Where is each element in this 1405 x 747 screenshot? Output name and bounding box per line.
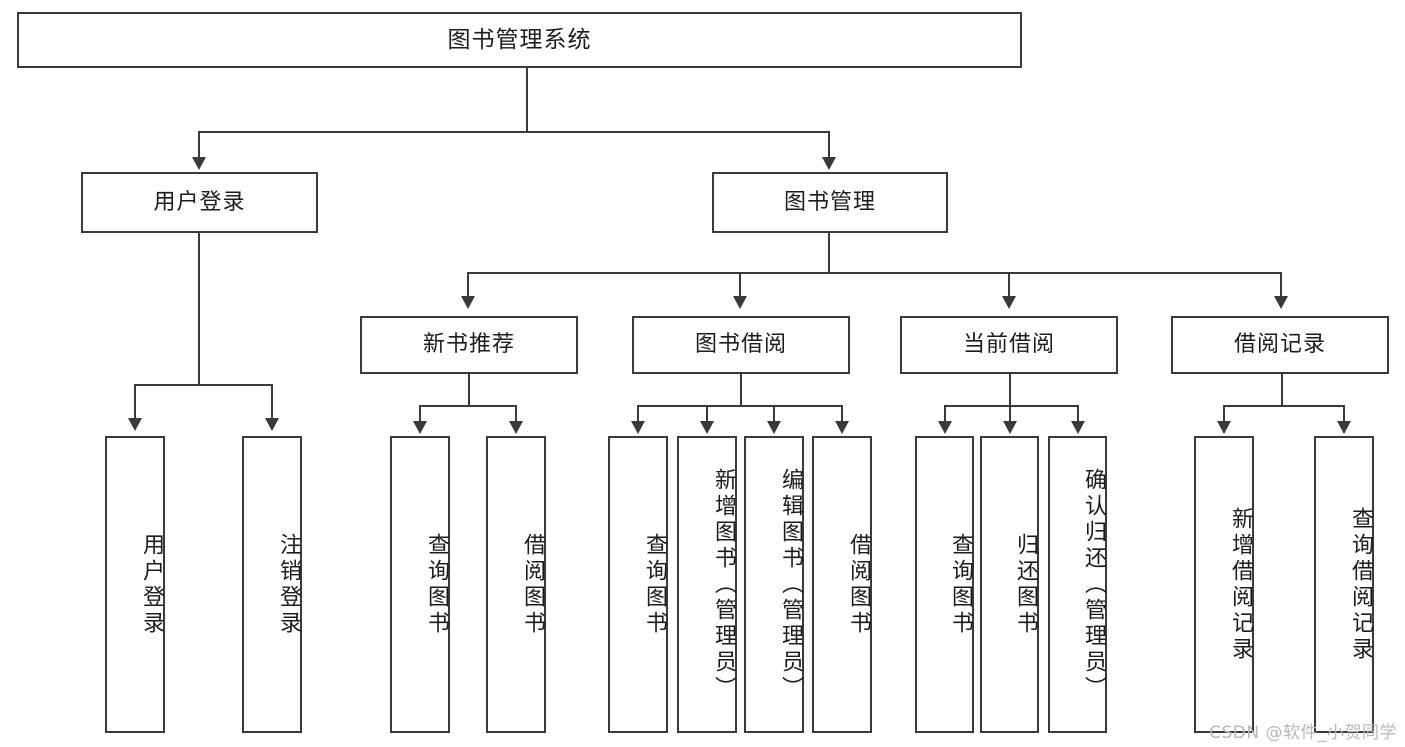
connector-borrow-record-stem — [1281, 374, 1283, 406]
arrowhead-current-borrow-leaf-2 — [1003, 421, 1017, 434]
node-label: 查询图书 — [642, 532, 667, 637]
node-label: 查询借阅记录 — [1348, 506, 1373, 663]
node-label: 用户登录 — [153, 189, 246, 215]
arrowhead-current-borrow-leaf-1 — [938, 421, 952, 434]
node-label: 图书管理系统 — [447, 26, 592, 53]
node-root-book-management-system[interactable]: 图书管理系统 — [17, 12, 1022, 68]
node-label: 查询图书 — [424, 532, 449, 637]
connector-root-to-book-manage — [828, 131, 830, 159]
arrowhead-book-borrow-leaf-1 — [631, 421, 645, 434]
arrowhead-book-borrow-leaf-2 — [700, 421, 714, 434]
leaf-query-book-recommendation[interactable]: 查询图书 — [390, 436, 450, 733]
connector-new-book-rec-leaf-1 — [419, 405, 421, 423]
arrowhead-root-to-user-login — [192, 157, 206, 170]
node-label: 当前借阅 — [962, 332, 1055, 357]
arrowhead-book-manage-borrow-record — [1274, 296, 1288, 309]
arrowhead-book-borrow-leaf-3 — [767, 421, 781, 434]
arrowhead-user-login-leaf-1 — [128, 418, 142, 431]
leaf-edit-book-admin[interactable]: 编辑图书（管理员） — [744, 436, 804, 733]
node-label: 图书管理 — [783, 189, 876, 215]
node-book-borrowing[interactable]: 图书借阅 — [632, 316, 850, 374]
node-label: 借阅记录 — [1233, 332, 1326, 357]
leaf-borrow-book-recommendation[interactable]: 借阅图书 — [486, 436, 546, 733]
node-label: 图书借阅 — [694, 332, 787, 357]
node-label: 查询图书 — [948, 532, 973, 637]
connector-book-manage-bus — [467, 272, 1282, 274]
leaf-query-borrow-record[interactable]: 查询借阅记录 — [1314, 436, 1374, 733]
node-current-borrowing[interactable]: 当前借阅 — [900, 316, 1118, 374]
connector-current-borrow-leaf-1 — [944, 405, 946, 423]
connector-user-login-bus — [134, 384, 272, 386]
connector-new-book-rec-leaf-2 — [515, 405, 517, 423]
arrowhead-new-book-rec-leaf-1 — [413, 421, 427, 434]
connector-book-borrow-leaf-4 — [841, 405, 843, 423]
leaf-confirm-return-admin[interactable]: 确认归还（管理员） — [1048, 436, 1107, 733]
arrowhead-root-to-book-manage — [822, 157, 836, 170]
connector-book-borrow-stem — [740, 374, 742, 406]
arrowhead-user-login-leaf-2 — [265, 418, 279, 431]
connector-book-borrow-leaf-3 — [773, 405, 775, 423]
node-label: 注销登录 — [276, 532, 301, 637]
connector-book-manage-to-borrow-record — [1280, 272, 1282, 298]
node-label: 新增图书（管理员） — [711, 467, 736, 702]
connector-book-manage-to-book-borrow — [739, 272, 741, 298]
connector-root-bus — [198, 131, 829, 133]
connector-book-manage-to-current-borrow — [1008, 272, 1010, 298]
leaf-user-login[interactable]: 用户登录 — [105, 436, 165, 733]
connector-book-borrow-leaf-1 — [637, 405, 639, 423]
connector-current-borrow-leaf-3 — [1077, 405, 1079, 423]
leaf-return-book[interactable]: 归还图书 — [980, 436, 1039, 733]
connector-new-book-rec-bus — [419, 405, 517, 407]
node-label: 借阅图书 — [846, 532, 871, 637]
node-label: 用户登录 — [139, 532, 164, 637]
connector-user-login-to-leaf-2 — [271, 384, 273, 420]
arrowhead-new-book-rec-leaf-2 — [509, 421, 523, 434]
node-borrowing-record[interactable]: 借阅记录 — [1171, 316, 1389, 374]
node-book-management[interactable]: 图书管理 — [712, 172, 948, 233]
node-label: 新增借阅记录 — [1228, 506, 1253, 663]
connector-user-login-to-leaf-1 — [134, 384, 136, 420]
node-user-login[interactable]: 用户登录 — [81, 172, 318, 233]
leaf-query-book-borrowing[interactable]: 查询图书 — [608, 436, 668, 733]
arrowhead-book-manage-book-borrow — [733, 296, 747, 309]
arrowhead-book-borrow-leaf-4 — [835, 421, 849, 434]
connector-borrow-record-bus — [1223, 405, 1345, 407]
leaf-add-book-admin[interactable]: 新增图书（管理员） — [677, 436, 737, 733]
connector-current-borrow-bus — [944, 405, 1078, 407]
node-label: 确认归还（管理员） — [1081, 467, 1106, 702]
arrowhead-book-manage-current-borrow — [1002, 296, 1016, 309]
arrowhead-borrow-record-leaf-1 — [1217, 421, 1231, 434]
leaf-logout[interactable]: 注销登录 — [242, 436, 302, 733]
leaf-borrow-book-borrowing[interactable]: 借阅图书 — [812, 436, 872, 733]
node-label: 编辑图书（管理员） — [778, 467, 803, 702]
arrowhead-current-borrow-leaf-3 — [1071, 421, 1085, 434]
arrowhead-borrow-record-leaf-2 — [1337, 421, 1351, 434]
connector-book-borrow-bus — [637, 405, 842, 407]
connector-book-manage-stem — [828, 233, 830, 273]
connector-book-manage-to-new-book-rec — [467, 272, 469, 298]
node-label: 归还图书 — [1013, 532, 1038, 637]
connector-borrow-record-leaf-1 — [1223, 405, 1225, 423]
connector-borrow-record-leaf-2 — [1343, 405, 1345, 423]
leaf-query-book-current[interactable]: 查询图书 — [915, 436, 974, 733]
node-label: 借阅图书 — [520, 532, 545, 637]
connector-current-borrow-leaf-2 — [1009, 405, 1011, 423]
connector-user-login-stem — [198, 233, 200, 385]
connector-root-to-user-login — [198, 131, 200, 159]
node-new-book-recommendation[interactable]: 新书推荐 — [360, 316, 578, 374]
connector-book-borrow-leaf-2 — [706, 405, 708, 423]
connector-new-book-rec-stem — [468, 374, 470, 406]
connector-current-borrow-stem — [1009, 374, 1011, 406]
leaf-add-borrow-record[interactable]: 新增借阅记录 — [1194, 436, 1254, 733]
arrowhead-book-manage-new-book-rec — [461, 296, 475, 309]
connector-root-stem — [526, 68, 528, 132]
node-label: 新书推荐 — [422, 332, 515, 357]
